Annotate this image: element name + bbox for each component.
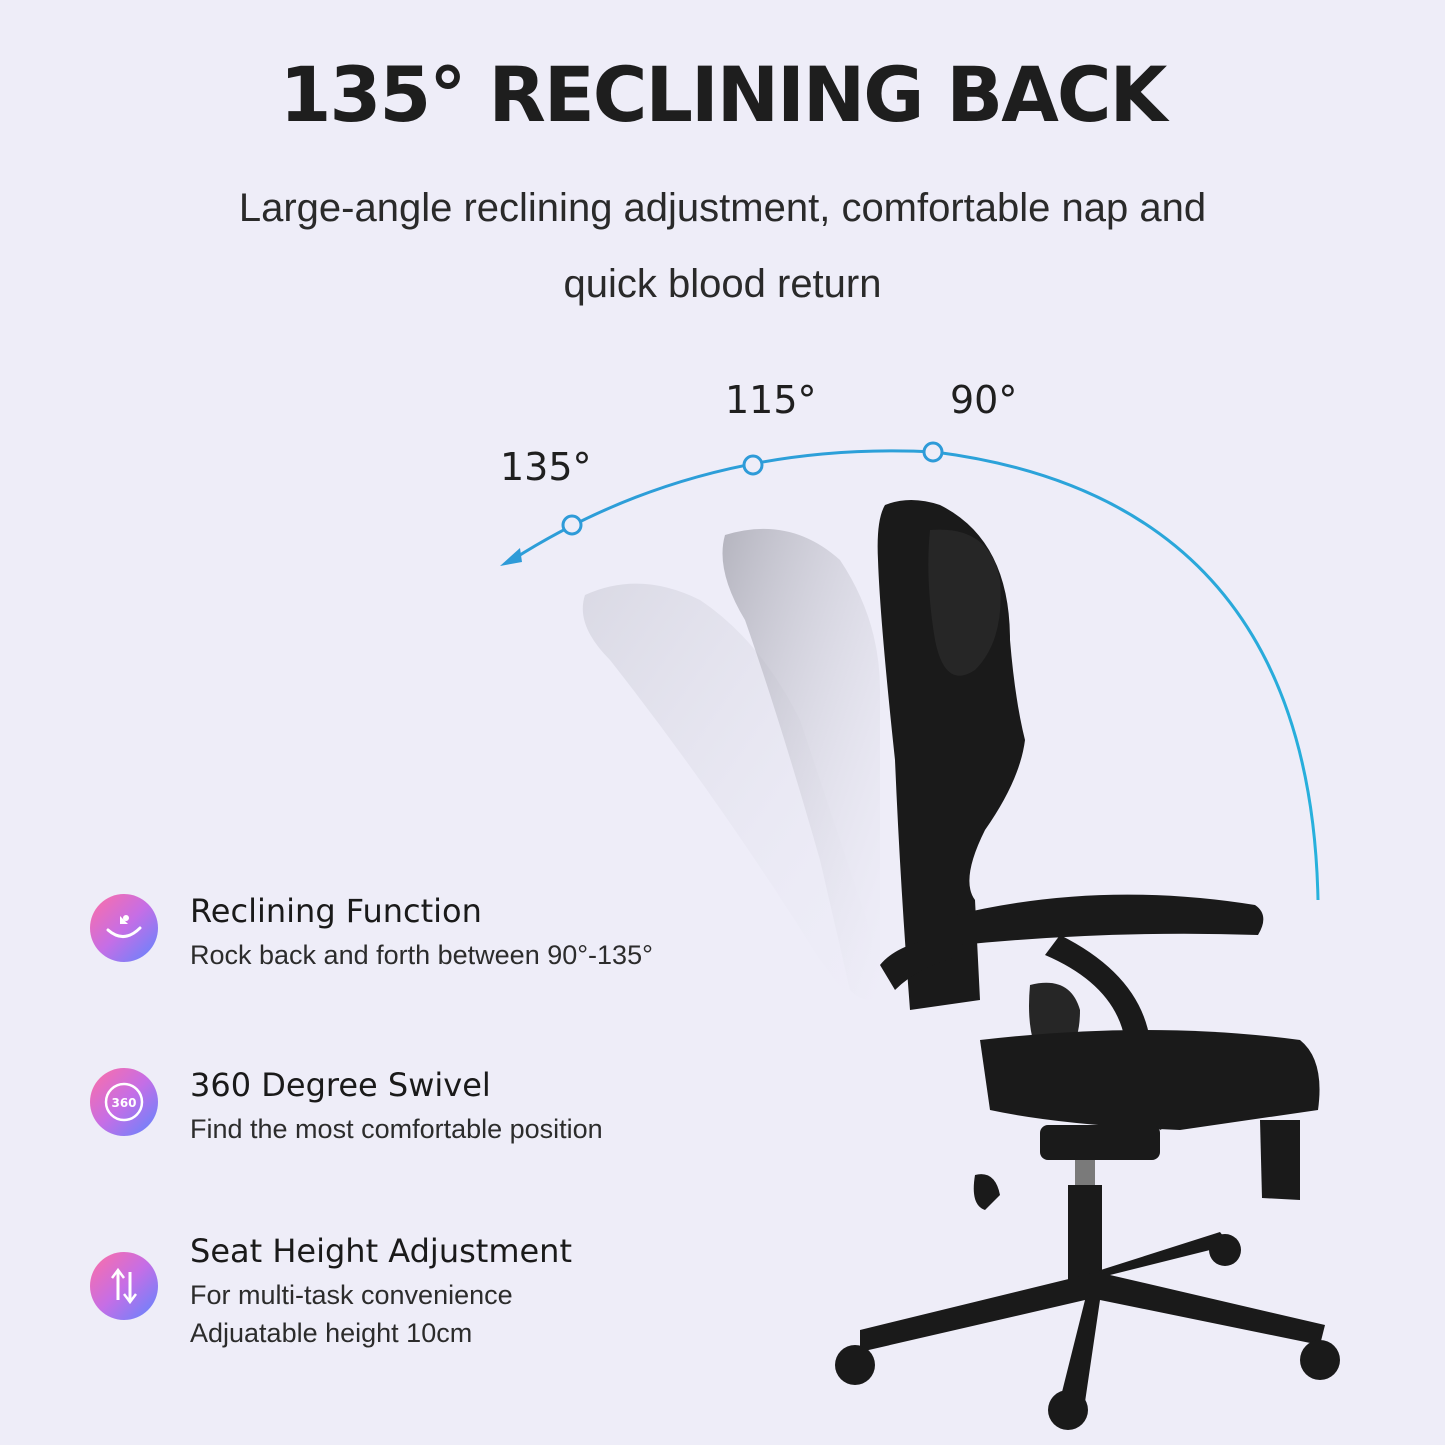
ghost-chair-135 bbox=[582, 583, 873, 1000]
feature-swivel: 360 360 Degree Swivel Find the most comf… bbox=[90, 1066, 730, 1156]
page-headline: 135° RECLINING BACK bbox=[279, 50, 1168, 139]
angle-label-135: 135° bbox=[500, 445, 592, 489]
feature-description: Find the most comfortable position bbox=[190, 1114, 603, 1144]
feature-description: Rock back and forth between 90°-135° bbox=[190, 940, 653, 970]
feature-description-2: Adjuatable height 10cm bbox=[190, 1318, 473, 1348]
feature-title: Seat Height Adjustment bbox=[190, 1232, 572, 1270]
marker-90 bbox=[922, 441, 944, 463]
subtitle-line-2: quick blood return bbox=[563, 262, 882, 306]
marker-115 bbox=[742, 454, 764, 476]
feature-title: 360 Degree Swivel bbox=[190, 1066, 491, 1104]
marker-135 bbox=[561, 514, 583, 536]
recline-arc bbox=[511, 449, 1320, 901]
subtitle-line-1: Large-angle reclining adjustment, comfor… bbox=[238, 186, 1207, 230]
swivel-360-icon: 360 bbox=[90, 1068, 158, 1136]
office-chair bbox=[835, 500, 1340, 1430]
feature-seat-height: Seat Height Adjustment For multi-task co… bbox=[90, 1232, 730, 1362]
arc-arrow-head bbox=[500, 548, 522, 566]
angle-label-90: 90° bbox=[950, 378, 1018, 422]
ghost-chair-115 bbox=[722, 528, 880, 1000]
recline-icon bbox=[90, 894, 158, 962]
feature-description: For multi-task convenience bbox=[190, 1280, 513, 1310]
feature-title: Reclining Function bbox=[190, 892, 482, 930]
swivel-icon-text: 360 bbox=[111, 1096, 136, 1110]
angle-label-115: 115° bbox=[725, 378, 817, 422]
feature-reclining: Reclining Function Rock back and forth b… bbox=[90, 892, 730, 982]
height-adjust-icon bbox=[90, 1252, 158, 1320]
